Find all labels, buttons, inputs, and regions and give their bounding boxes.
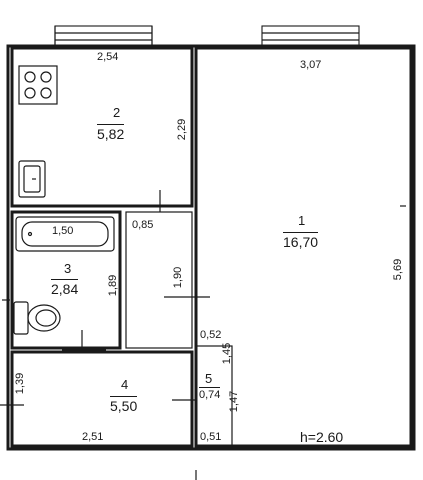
room-5-outline	[195, 345, 233, 447]
room-2-outline	[10, 46, 194, 208]
dim-closet-height: 1,45	[221, 342, 234, 365]
stove-icon	[18, 65, 58, 105]
room-2-number: 2	[113, 105, 121, 120]
ceiling-height: h=2.60	[300, 429, 344, 445]
bathtub-icon	[15, 216, 115, 252]
dim-room1-height: 5,69	[392, 258, 405, 281]
dim-corridor-height: 1,90	[172, 266, 185, 289]
dim-hall-width: 2,51	[82, 431, 104, 443]
dim-kitchen-width: 2,54	[97, 51, 119, 63]
dim-corridor-width: 0,85	[132, 219, 154, 231]
dim-room1-width: 3,07	[300, 59, 322, 71]
room-5-number: 5	[205, 371, 213, 386]
dim-bathroom-height: 1,89	[107, 274, 120, 297]
dim-hall-height: 1,39	[14, 372, 27, 395]
room-5-area: 0,74	[199, 387, 221, 401]
dim-kitchen-height: 2,29	[176, 118, 189, 141]
dim-closet-width-top: 0,52	[200, 329, 222, 341]
room-3-number: 3	[64, 261, 72, 276]
window-top-left	[54, 25, 153, 49]
sink-icon	[18, 160, 46, 198]
room-2-area: 5,82	[97, 124, 125, 142]
dim-closet-width-bottom: 0,51	[200, 431, 222, 443]
room-4-outline	[10, 350, 194, 448]
dim-bath-length: 1,50	[52, 225, 74, 237]
room-3-area: 2,84	[51, 279, 79, 297]
room-1-number: 1	[298, 213, 306, 228]
room-4-area: 5,50	[110, 396, 138, 414]
room-1-area: 16,70	[283, 232, 319, 250]
toilet-icon	[13, 301, 61, 335]
outer-wall	[6, 44, 416, 451]
room-1-outline	[194, 46, 413, 448]
corridor-outline	[125, 211, 193, 349]
room-4-number: 4	[121, 377, 129, 392]
room-3-outline	[10, 210, 122, 350]
dim-closet-depth: 1,47	[228, 390, 241, 413]
